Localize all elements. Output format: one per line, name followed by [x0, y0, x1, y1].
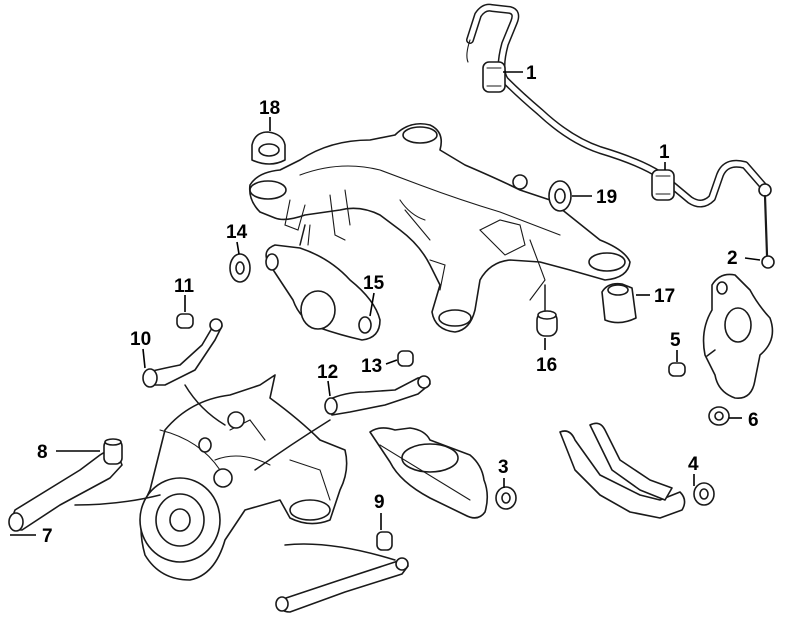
callout-14-subframe-bushing: 14 [226, 222, 248, 243]
callout-4-trailing-arm-bushing: 4 [688, 454, 699, 475]
callout-17-subframe-mount: 17 [654, 286, 675, 307]
lateral-link[interactable] [275, 557, 409, 613]
callout-6-knuckle-bushing: 6 [748, 410, 759, 431]
callout-18-subframe-mount: 18 [259, 98, 280, 119]
callouts: 1 1 2 3 4 5 6 7 8 9 10 11 12 13 14 15 16… [37, 63, 759, 547]
stabilizer-link[interactable] [758, 183, 775, 269]
stabilizer-bushing [482, 61, 506, 93]
toe-link-bushing-8[interactable] [103, 438, 123, 465]
lower-arm-bushing-3[interactable] [495, 486, 517, 510]
lower-control-arm[interactable] [369, 427, 489, 519]
subframe-mount-upper[interactable] [251, 131, 286, 165]
upper-arm-bushing-13[interactable] [397, 350, 414, 367]
knuckle-right [702, 273, 774, 399]
subframe-bushing-14[interactable] [229, 253, 251, 283]
callout-15-subframe-bracket: 15 [363, 273, 385, 294]
stabilizer-bushing [651, 169, 675, 201]
callout-1-stabilizer-bar: 1 [526, 63, 537, 84]
knuckle-bushing-6[interactable] [708, 406, 730, 426]
subframe-mount-17[interactable] [601, 282, 637, 324]
callout-19-subframe-bushing: 19 [596, 187, 617, 208]
callout-1-stabilizer-bar-right: 1 [659, 142, 670, 163]
subframe-bushing-16[interactable] [536, 310, 558, 337]
callout-9-lateral-link-bushing: 9 [374, 492, 385, 513]
callout-3-lower-arm-bushing: 3 [498, 457, 509, 478]
callout-12-upper-control-arm: 12 [317, 362, 338, 383]
knuckle-bushing-5[interactable] [668, 362, 686, 377]
upper-arm-bushing-11[interactable] [176, 313, 194, 329]
callout-5-knuckle-bushing: 5 [670, 330, 681, 351]
callout-11-upper-arm-bushing: 11 [174, 276, 195, 297]
lateral-link-bushing-9[interactable] [376, 531, 393, 551]
callout-7-toe-link: 7 [42, 526, 53, 547]
stabilizer-bar[interactable] [466, 3, 769, 208]
callout-13-upper-arm-bushing: 13 [361, 356, 382, 377]
rear-subframe [248, 122, 631, 333]
callout-16-subframe-bushing: 16 [536, 355, 557, 376]
subframe-bracket-15[interactable] [265, 244, 381, 341]
callout-10-upper-control-arm: 10 [130, 329, 151, 350]
callout-8-toe-link-bushing: 8 [37, 442, 48, 463]
knuckle-assembly-left [139, 374, 348, 581]
subframe-bushing-19[interactable] [548, 180, 572, 212]
upper-control-arm-10[interactable] [142, 318, 223, 388]
trailing-arm[interactable] [559, 422, 686, 519]
upper-control-arm-12[interactable] [324, 375, 431, 416]
trailing-arm-bushing-4[interactable] [693, 482, 715, 506]
toe-link[interactable] [8, 450, 123, 532]
assembly-arrows [74, 224, 716, 561]
callout-2-stabilizer-link: 2 [727, 248, 738, 269]
leader-lines [10, 71, 761, 536]
subframe-washer [512, 174, 528, 190]
